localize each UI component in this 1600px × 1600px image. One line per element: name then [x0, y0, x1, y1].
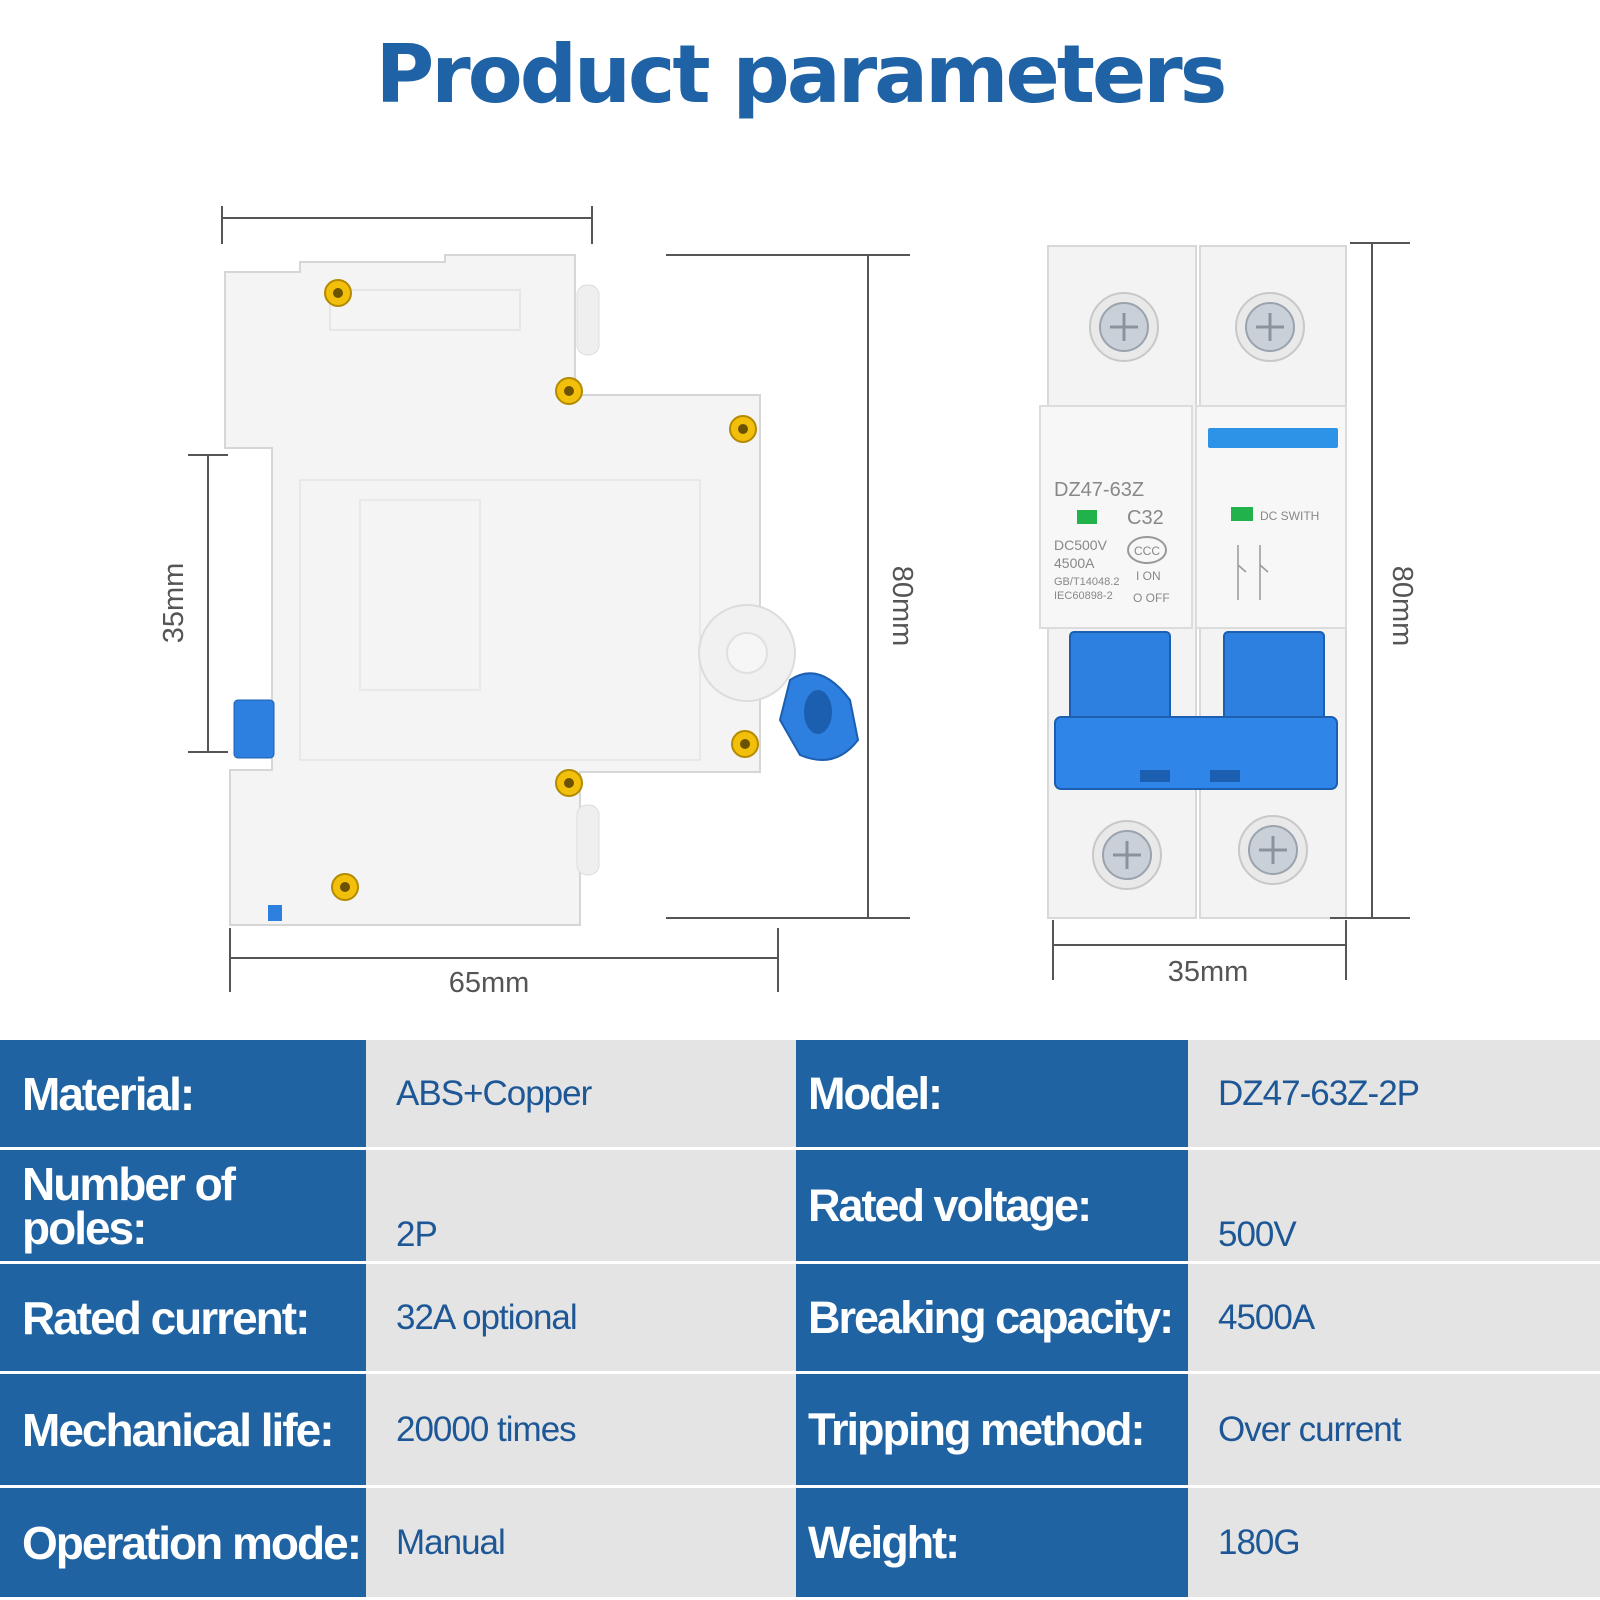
- spec-label-mechanical-life: Mechanical life:: [0, 1374, 366, 1485]
- spec-table: Material: ABS+Copper Model: DZ47-63Z-2P …: [0, 1040, 1600, 1597]
- spec-value-model: DZ47-63Z-2P: [1188, 1040, 1600, 1147]
- breaker-standard2-text: IEC60898-2: [1054, 590, 1113, 602]
- breaker-capacity-text: 4500A: [1054, 555, 1095, 571]
- side-height-left-label: 35mm: [158, 563, 190, 644]
- front-toggle-handle: [1054, 631, 1338, 790]
- breaker-off-text: O OFF: [1133, 591, 1170, 605]
- side-width-label: 65mm: [449, 967, 530, 999]
- spec-label-poles: Number of poles:: [0, 1150, 366, 1261]
- spec-value-rated-voltage: 500V: [1188, 1150, 1600, 1261]
- spec-value-material: ABS+Copper: [366, 1040, 796, 1147]
- side-dimension-lines: [188, 206, 910, 992]
- breaker-standard1-text: GB/T14048.2: [1054, 576, 1119, 588]
- side-screws: [324, 279, 759, 901]
- spec-value-tripping-method: Over current: [1188, 1374, 1600, 1485]
- breaker-switch-text: DC SWITH: [1260, 509, 1319, 523]
- spec-label-rated-voltage: Rated voltage:: [796, 1150, 1188, 1261]
- spec-label-operation-mode: Operation mode:: [0, 1488, 366, 1597]
- breaker-model-text: DZ47-63Z: [1054, 479, 1144, 501]
- spec-value-operation-mode: Manual: [366, 1488, 796, 1597]
- dimension-diagram: 35mm 80mm 65mm: [158, 206, 1418, 999]
- spec-label-weight: Weight:: [796, 1488, 1188, 1597]
- breaker-rating-text: C32: [1127, 507, 1164, 529]
- spec-value-weight: 180G: [1188, 1488, 1600, 1597]
- spec-label-tripping-method: Tripping method:: [796, 1374, 1188, 1485]
- side-height-right-label: 80mm: [886, 566, 918, 647]
- spec-label-material: Material:: [0, 1040, 366, 1147]
- spec-value-breaking-capacity: 4500A: [1188, 1264, 1600, 1371]
- front-height-label: 80mm: [1386, 566, 1418, 647]
- front-dimension-lines: [1052, 242, 1410, 980]
- breaker-on-text: I ON: [1136, 569, 1161, 583]
- front-view-breaker: DZ47-63Z C32 DC500V 4500A GB/T14048.2 IE…: [1039, 245, 1347, 919]
- front-width-label: 35mm: [1168, 956, 1249, 988]
- breaker-voltage-text: DC500V: [1054, 537, 1108, 553]
- spec-value-poles: 2P: [366, 1150, 796, 1261]
- spec-value-rated-current: 32A optional: [366, 1264, 796, 1371]
- spec-value-mechanical-life: 20000 times: [366, 1374, 796, 1485]
- spec-label-rated-current: Rated current:: [0, 1264, 366, 1371]
- spec-label-model: Model:: [796, 1040, 1188, 1147]
- breaker-ccc-mark: CCC: [1134, 544, 1160, 558]
- spec-label-breaking-capacity: Breaking capacity:: [796, 1264, 1188, 1371]
- page-title: Product parameters: [375, 28, 1228, 121]
- front-terminal-screws: [1089, 292, 1308, 890]
- side-view-breaker: [224, 254, 860, 926]
- side-toggle-lever: [778, 672, 860, 761]
